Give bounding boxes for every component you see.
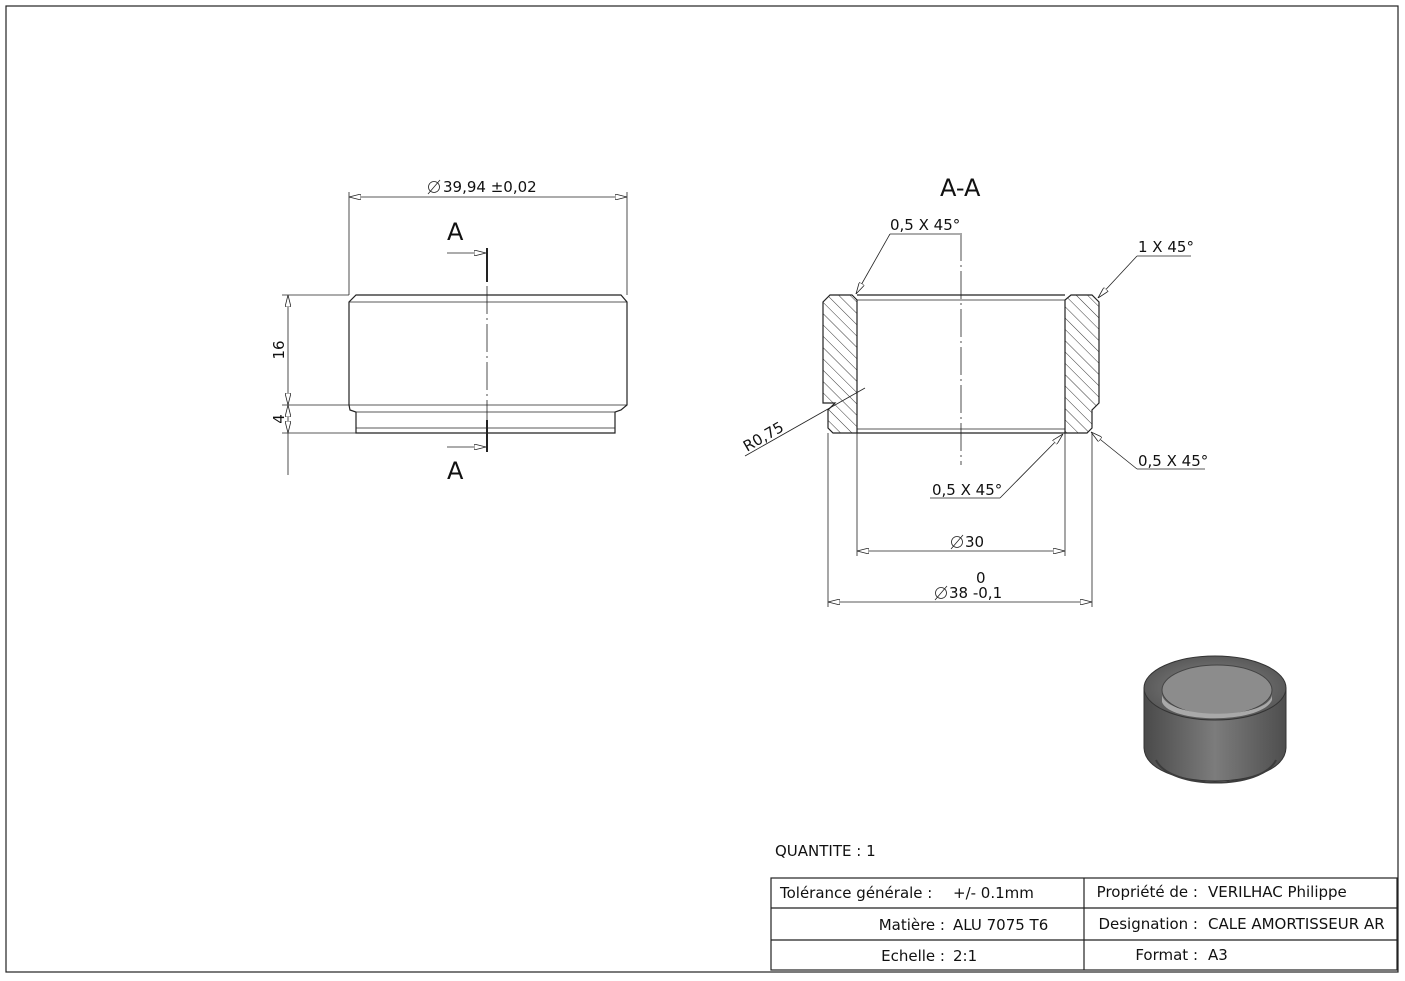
height-4-label: 4 [270, 414, 288, 424]
radius-label: R0,75 [740, 418, 787, 456]
format-label: Format : [1135, 946, 1198, 964]
tolerance-label: Tolérance générale : [779, 884, 932, 902]
tolerance-value: +/- 0.1mm [953, 884, 1034, 902]
chamfer-bottom-inner-label: 0,5 X 45° [932, 481, 1002, 499]
designation-label: Designation : [1098, 915, 1198, 933]
chamfer-top-right-label: 1 X 45° [1138, 238, 1194, 256]
section-view [744, 233, 1205, 607]
diameter-symbol-icon [427, 179, 441, 195]
chamfer-bottom-right-label: 0,5 X 45° [1138, 452, 1208, 470]
height-16-label: 16 [270, 340, 288, 359]
outer-diameter-upper-tolerance: 0 [976, 569, 986, 587]
inner-diameter-label: 30 [965, 533, 984, 551]
part-3d-ring-icon [1143, 655, 1287, 784]
diameter-symbol-icon [934, 585, 948, 601]
front-diameter-label: 39,94 ±0,02 [443, 178, 537, 196]
quantity-label: QUANTITE : 1 [775, 842, 876, 860]
diameter-symbol-icon [950, 534, 964, 550]
material-value: ALU 7075 T6 [953, 916, 1048, 934]
front-view [282, 192, 628, 475]
designation-value: CALE AMORTISSEUR AR [1208, 915, 1385, 933]
outer-diameter-label: 38 -0,1 [949, 584, 1002, 602]
section-label-bottom: A [447, 457, 464, 485]
section-left-wall [822, 294, 858, 434]
sheet-border [5, 5, 1399, 973]
title-block [770, 877, 1398, 971]
owner-label: Propriété de : [1097, 883, 1198, 901]
owner-value: VERILHAC Philippe [1208, 883, 1347, 901]
section-view-title: A-A [940, 174, 981, 202]
format-value: A3 [1208, 946, 1228, 964]
section-label-top: A [447, 218, 464, 246]
scale-value: 2:1 [953, 947, 977, 965]
scale-label: Echelle : [881, 947, 945, 965]
material-label: Matière : [879, 916, 945, 934]
chamfer-top-left-label: 0,5 X 45° [890, 216, 960, 234]
section-right-wall [1064, 294, 1100, 434]
